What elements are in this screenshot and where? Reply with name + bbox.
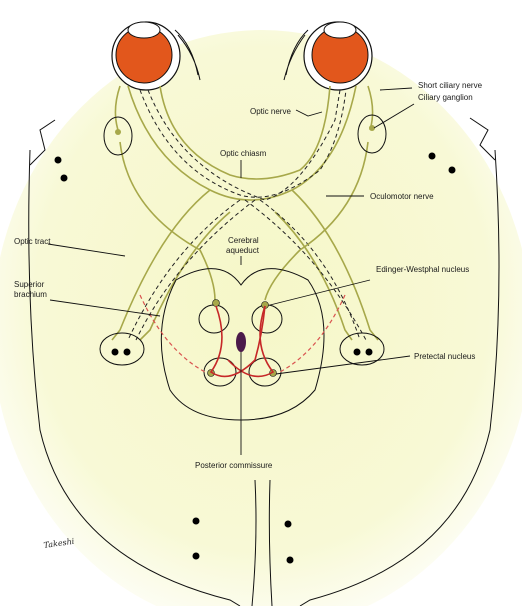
brain-outline [28, 149, 500, 606]
left-sulcus [29, 119, 56, 166]
right-eye [283, 21, 373, 91]
label-superior-brachium-1: Superior [14, 280, 45, 289]
label-cerebral-aqueduct-1: Cerebral [228, 236, 259, 245]
label-superior-brachium-2: brachium [14, 290, 47, 299]
right-sulcus [469, 117, 496, 161]
label-cerebral-aqueduct-2: aqueduct [226, 246, 260, 255]
label-optic-nerve: Optic nerve [250, 107, 291, 116]
label-ciliary-ganglion: Ciliary ganglion [418, 93, 473, 102]
label-short-ciliary-nerve: Short ciliary nerve [418, 81, 483, 90]
left-ciliary-ganglion [103, 116, 133, 156]
left-geniculate [99, 332, 145, 366]
midline-fissure [251, 479, 273, 606]
right-geniculate [339, 332, 385, 366]
label-optic-chiasm: Optic chiasm [220, 149, 267, 158]
label-oculomotor-nerve: Oculomotor nerve [370, 192, 434, 201]
cerebral-aqueduct-shape [236, 332, 246, 352]
label-pretectal-nucleus: Pretectal nucleus [414, 352, 475, 361]
leader-lines [47, 87, 415, 375]
brain-dots [54, 152, 456, 564]
left-eye [111, 21, 201, 91]
right-ciliary-ganglion [357, 114, 387, 154]
artist-signature: Takeshi [43, 537, 75, 550]
label-posterior-commissure: Posterior commissure [195, 461, 273, 470]
label-edinger-westphal-nucleus: Edinger-Westphal nucleus [376, 265, 469, 274]
label-optic-tract: Optic tract [14, 237, 51, 246]
reflex-pathways [139, 294, 346, 378]
